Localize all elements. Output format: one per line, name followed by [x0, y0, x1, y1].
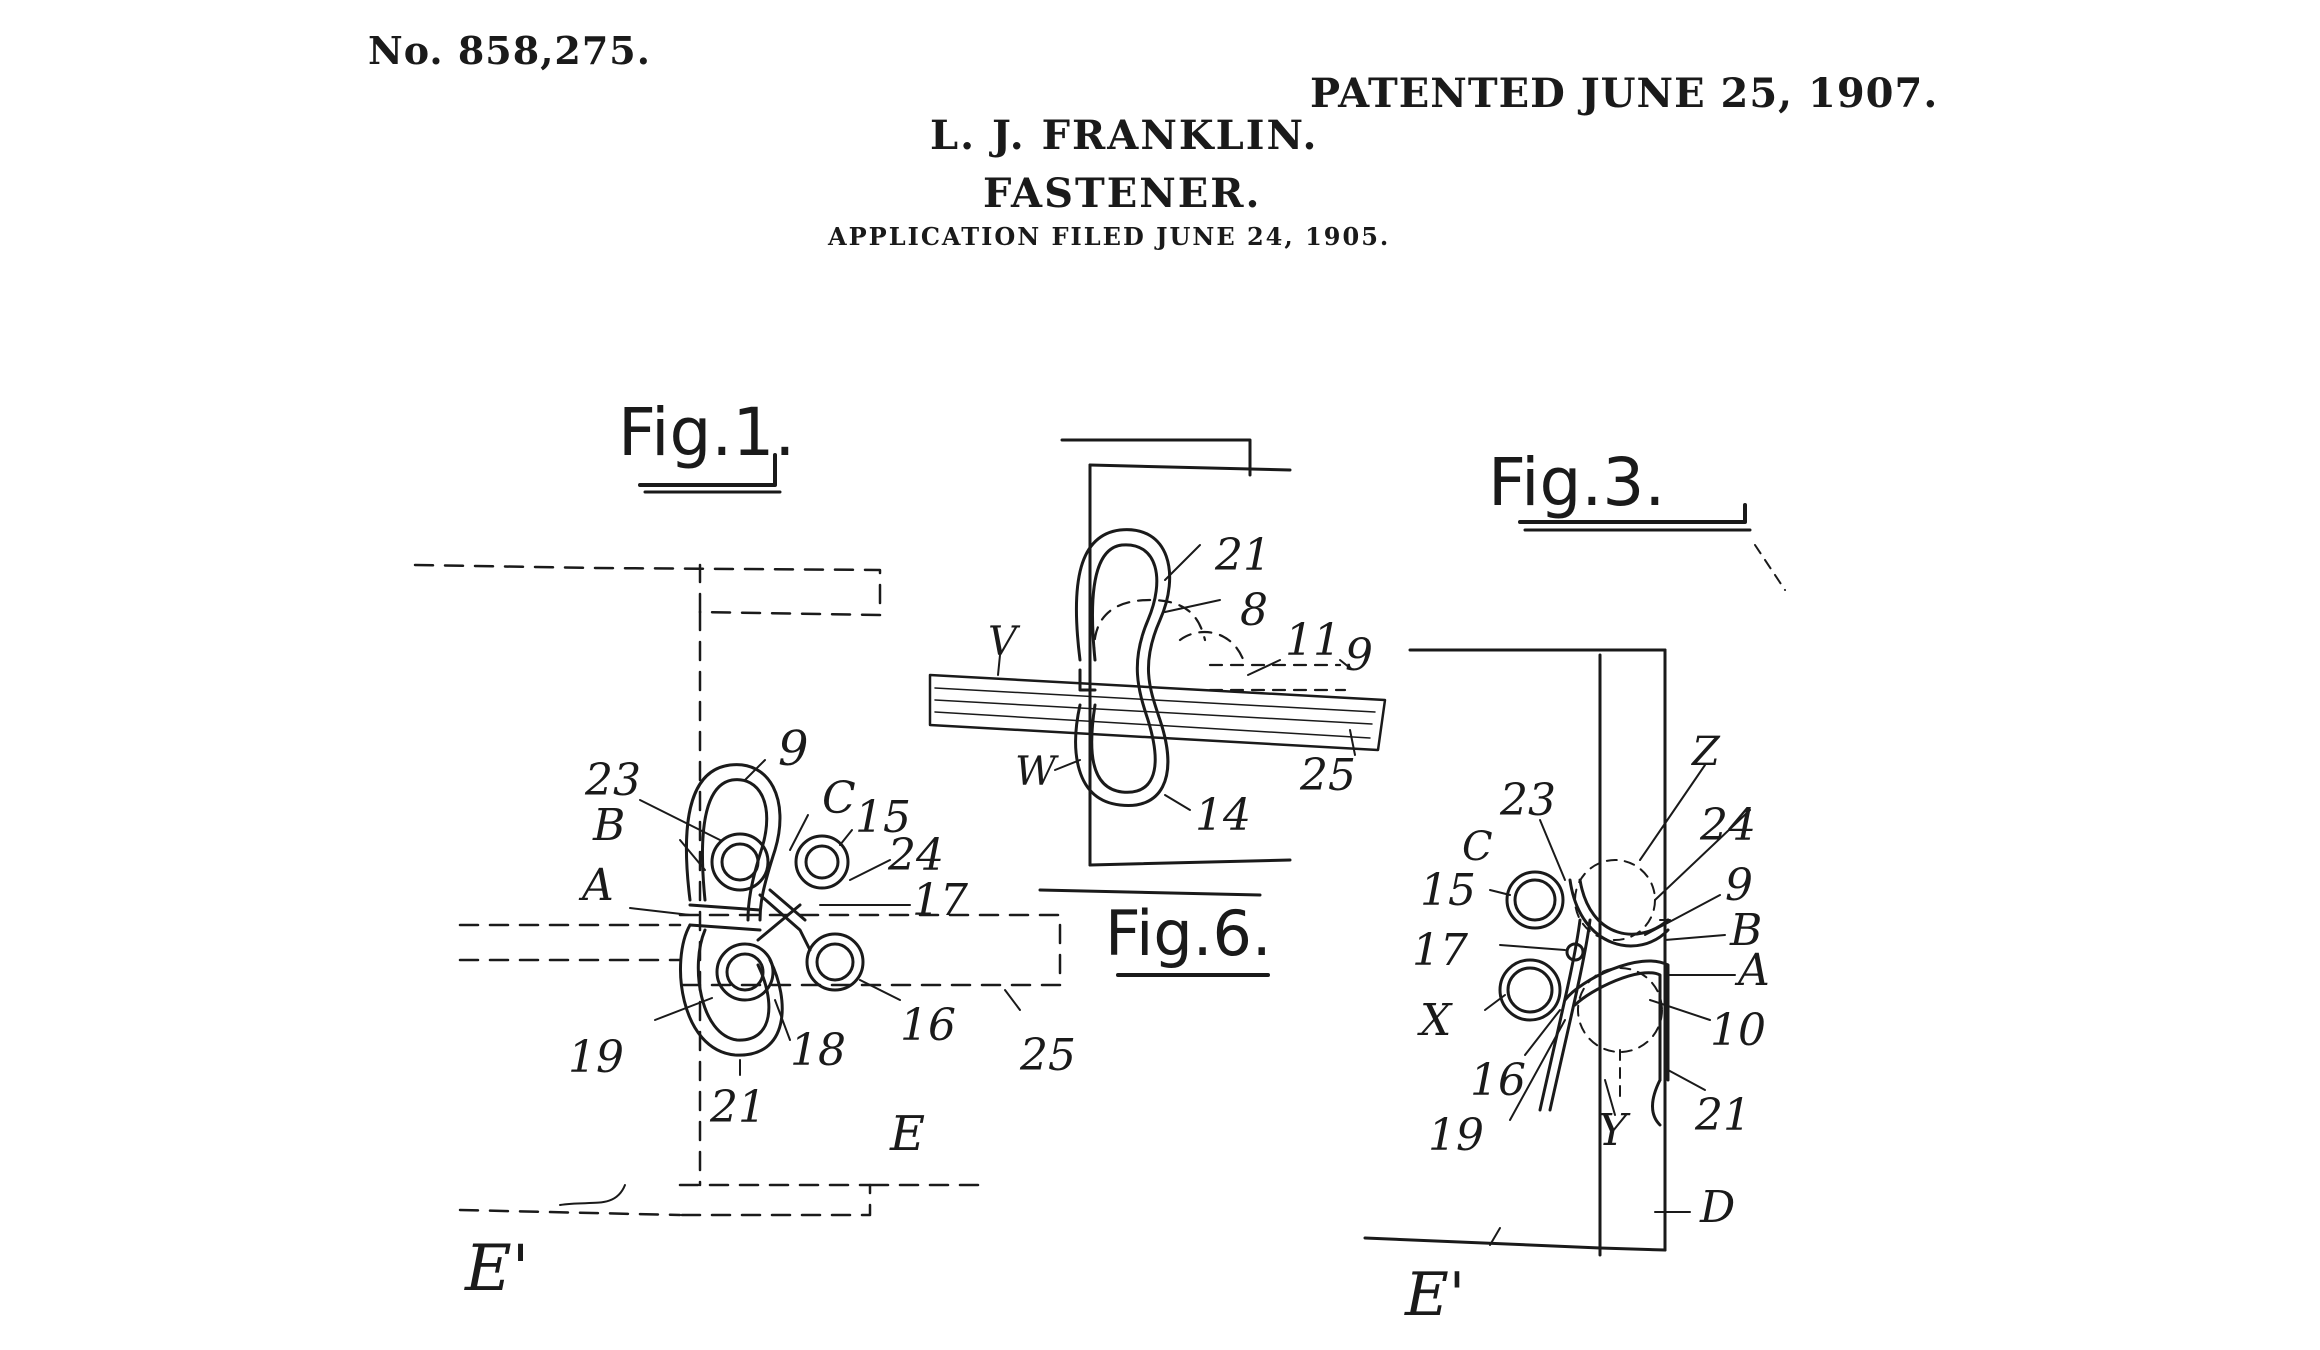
- fig3-label-21: 21: [1694, 1090, 1751, 1141]
- fig6-label-14: 14: [1195, 790, 1251, 841]
- fig3-label-X: X: [1417, 995, 1453, 1046]
- fig3-label-C: C: [1462, 824, 1493, 870]
- fig3-label-Y: Y: [1598, 1105, 1631, 1156]
- fig1-label-25: 25: [1019, 1030, 1076, 1081]
- fig1-label-E: E: [889, 1106, 925, 1162]
- invention-title: FASTENER.: [983, 170, 1262, 217]
- fig1-label-19: 19: [568, 1032, 624, 1083]
- fig3-label-E-prime: E': [1404, 1260, 1465, 1330]
- figure-6: [928, 438, 1387, 977]
- fig1-label-17: 17: [912, 875, 968, 926]
- patent-number: No. 858,275.: [368, 28, 651, 73]
- fig6-title: Fig.6.: [1105, 897, 1272, 970]
- fig1-label-16: 16: [900, 1000, 956, 1051]
- fig3-label-19: 19: [1428, 1110, 1484, 1161]
- fig6-label-V: V: [988, 619, 1021, 665]
- fig1-fastener-wire: [679, 763, 865, 1057]
- fig3-label-23: 23: [1499, 775, 1556, 826]
- fig3-label-D: D: [1699, 1182, 1735, 1233]
- fig6-label-21: 21: [1214, 530, 1271, 581]
- fig1-label-24: 24: [887, 830, 944, 881]
- fig1-label-A: A: [578, 860, 614, 911]
- fig6-label-8: 8: [1240, 585, 1268, 636]
- fig1-label-E-prime: E': [464, 1232, 529, 1306]
- fig3-label-24: 24: [1699, 800, 1756, 851]
- fig3-label-Z: Z: [1690, 729, 1721, 775]
- fig3-title: Fig.3.: [1488, 444, 1665, 521]
- fig3-label-17: 17: [1412, 925, 1468, 976]
- fig1-label-23: 23: [584, 755, 641, 806]
- application-filed-line: APPLICATION FILED JUNE 24, 1905.: [828, 222, 1391, 251]
- fig1-label-18: 18: [790, 1025, 846, 1076]
- fig3-label-9: 9: [1725, 860, 1753, 911]
- fig6-label-9: 9: [1345, 630, 1373, 681]
- fig6-label-11: 11: [1285, 615, 1341, 666]
- fig1-label-9: 9: [778, 721, 809, 777]
- fig3-label-B: B: [1729, 905, 1762, 956]
- fig1-label-21: 21: [709, 1082, 766, 1133]
- fig1-title: Fig.1.: [618, 394, 795, 471]
- fig1-label-B: B: [592, 800, 625, 851]
- fig6-label-25: 25: [1299, 750, 1356, 801]
- patented-date: PATENTED JUNE 25, 1907.: [1310, 70, 1939, 117]
- figure-3: [1363, 503, 1786, 1257]
- fig6-fastener-loop: [1074, 528, 1172, 808]
- fig3-label-16: 16: [1470, 1055, 1526, 1106]
- fig3-label-A: A: [1734, 945, 1770, 996]
- fig1-label-15: 15: [855, 792, 911, 843]
- figure-1: [413, 453, 1062, 1217]
- fig3-label-10: 10: [1710, 1005, 1766, 1056]
- inventor-name: L. J. FRANKLIN.: [930, 112, 1319, 159]
- fig1-label-C: C: [822, 773, 856, 824]
- fig6-label-W: W: [1015, 749, 1059, 795]
- fig3-label-15: 15: [1420, 865, 1476, 916]
